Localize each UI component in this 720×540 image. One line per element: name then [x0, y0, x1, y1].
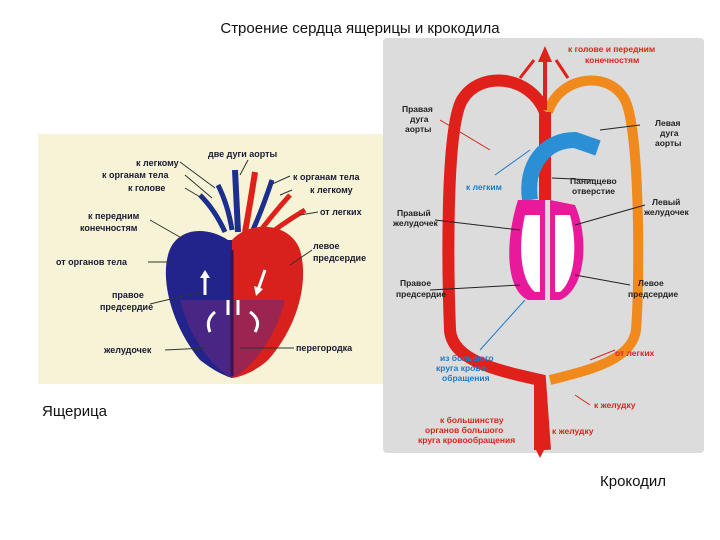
label-croc-from-big-1: из большого: [440, 353, 494, 363]
label-to-limbs-1: к передним: [88, 211, 140, 221]
label-left-atrium-2: предсердие: [313, 253, 366, 263]
label-left-atrium-1: левое: [313, 241, 340, 251]
label-croc-to-head-2: конечностям: [585, 55, 639, 65]
label-croc-panizza-2: отверстие: [572, 186, 615, 196]
label-croc-panizza-1: Паниццево: [570, 176, 617, 186]
label-croc-from-lungs: от легких: [615, 348, 655, 358]
label-two-arches: две дуги аорты: [208, 149, 278, 159]
lizard-leader-lines: [148, 159, 319, 351]
label-croc-left-atrium-1: Левое: [638, 278, 664, 288]
label-croc-right-ventricle-2: желудочек: [392, 218, 438, 228]
label-from-lungs: от легких: [320, 207, 362, 217]
label-croc-right-arch-3: аорты: [405, 124, 431, 134]
label-croc-to-most-1: к большинству: [440, 415, 504, 425]
label-croc-to-most-3: круга кровообращения: [418, 435, 515, 445]
label-to-body-right: к органам тела: [293, 172, 360, 182]
label-croc-left-atrium-2: предсердие: [628, 289, 678, 299]
label-croc-from-big-2: круга крово-: [436, 363, 489, 373]
label-to-head: к голове: [128, 183, 165, 193]
lizard-labels: две дуги аорты к легкому к органам тела …: [56, 149, 366, 355]
label-croc-to-stomach-1: к желудку: [594, 400, 636, 410]
label-croc-left-ventricle-2: желудочек: [643, 207, 689, 217]
label-croc-right-atrium-1: Правое: [400, 278, 431, 288]
label-ventricle: желудочек: [103, 345, 152, 355]
label-croc-left-arch-2: дуга: [660, 128, 679, 138]
label-croc-right-arch-2: дуга: [410, 114, 429, 124]
crocodile-circulation: [442, 46, 644, 458]
label-croc-left-arch-1: Левая: [655, 118, 681, 128]
page-title: Строение сердца ящерицы и крокодила: [220, 20, 500, 37]
label-to-lung-right: к легкому: [310, 185, 353, 195]
label-croc-right-atrium-2: предсердие: [396, 289, 446, 299]
label-right-atrium-1: правое: [112, 290, 144, 300]
label-from-body: от органов тела: [56, 257, 128, 267]
label-croc-to-stomach-2: к желудку: [552, 426, 594, 436]
lizard-caption: Ящерица: [42, 403, 108, 420]
label-croc-from-big-3: обращения: [442, 373, 490, 383]
label-croc-to-most-2: органов большого: [425, 425, 503, 435]
label-to-lung-left: к легкому: [136, 158, 179, 168]
label-croc-right-arch-1: Правая: [402, 104, 433, 114]
label-septum: перегородка: [296, 343, 353, 353]
label-croc-to-lungs: к легким: [466, 182, 502, 192]
label-croc-left-arch-3: аорты: [655, 138, 681, 148]
label-croc-left-ventricle-1: Левый: [652, 197, 680, 207]
crocodile-caption: Крокодил: [600, 473, 667, 490]
label-croc-to-head-1: к голове и передним: [568, 44, 655, 54]
label-to-body-left: к органам тела: [102, 170, 169, 180]
crocodile-labels: к голове и передним конечностям Правая д…: [392, 44, 689, 445]
label-right-atrium-2: предсердие: [100, 302, 153, 312]
lizard-heart: [165, 169, 307, 378]
label-croc-right-ventricle-1: Правый: [397, 208, 431, 218]
crocodile-leader-lines: [429, 119, 646, 406]
label-to-limbs-2: конечностям: [80, 223, 138, 233]
